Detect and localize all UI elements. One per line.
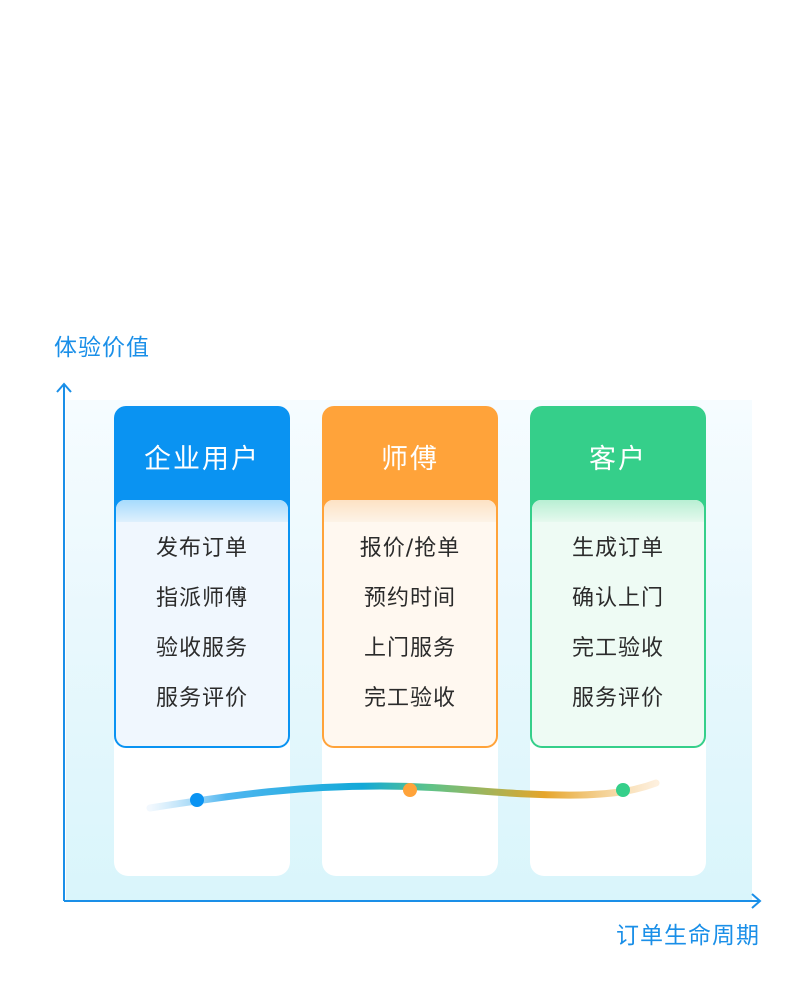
card-body: 发布订单 指派师傅 验收服务 服务评价 bbox=[116, 500, 288, 746]
flow-point-enterprise-user bbox=[190, 793, 204, 807]
step-item: 完工验收 bbox=[571, 636, 664, 661]
y-axis-label: 体验价值 bbox=[54, 335, 150, 361]
card-technician: 师傅 报价/抢单 预约时间 上门服务 完工验收 bbox=[322, 406, 498, 748]
x-axis-label: 订单生命周期 bbox=[616, 923, 760, 949]
x-axis-arrow bbox=[751, 893, 762, 909]
card-title: 客户 bbox=[589, 443, 647, 475]
card-glow bbox=[324, 500, 496, 522]
flow-path bbox=[146, 779, 660, 812]
card-title: 师傅 bbox=[381, 443, 439, 475]
card-glow bbox=[532, 500, 704, 522]
step-item: 验收服务 bbox=[155, 636, 248, 661]
step-item: 指派师傅 bbox=[155, 586, 248, 611]
step-item: 服务评价 bbox=[571, 686, 664, 711]
card-customer: 客户 生成订单 确认上门 完工验收 服务评价 bbox=[530, 406, 706, 748]
step-item: 预约时间 bbox=[363, 586, 456, 611]
step-item: 服务评价 bbox=[155, 686, 248, 711]
step-item: 完工验收 bbox=[363, 686, 456, 711]
column-technician: 师傅 报价/抢单 预约时间 上门服务 完工验收 bbox=[322, 406, 498, 876]
y-axis-arrow bbox=[56, 382, 72, 393]
column-customer: 客户 生成订单 确认上门 完工验收 服务评价 bbox=[530, 406, 706, 876]
step-item: 生成订单 bbox=[571, 536, 664, 561]
step-item: 上门服务 bbox=[363, 636, 456, 661]
card-body: 生成订单 确认上门 完工验收 服务评价 bbox=[532, 500, 704, 746]
step-item: 确认上门 bbox=[571, 586, 664, 611]
card-body: 报价/抢单 预约时间 上门服务 完工验收 bbox=[324, 500, 496, 746]
card-enterprise-user: 企业用户 发布订单 指派师傅 验收服务 服务评价 bbox=[114, 406, 290, 748]
step-item: 报价/抢单 bbox=[359, 536, 461, 561]
flow-point-technician bbox=[403, 783, 417, 797]
step-item: 发布订单 bbox=[155, 536, 248, 561]
flow-point-customer bbox=[616, 783, 630, 797]
card-title: 企业用户 bbox=[144, 443, 260, 475]
card-glow bbox=[116, 500, 288, 522]
